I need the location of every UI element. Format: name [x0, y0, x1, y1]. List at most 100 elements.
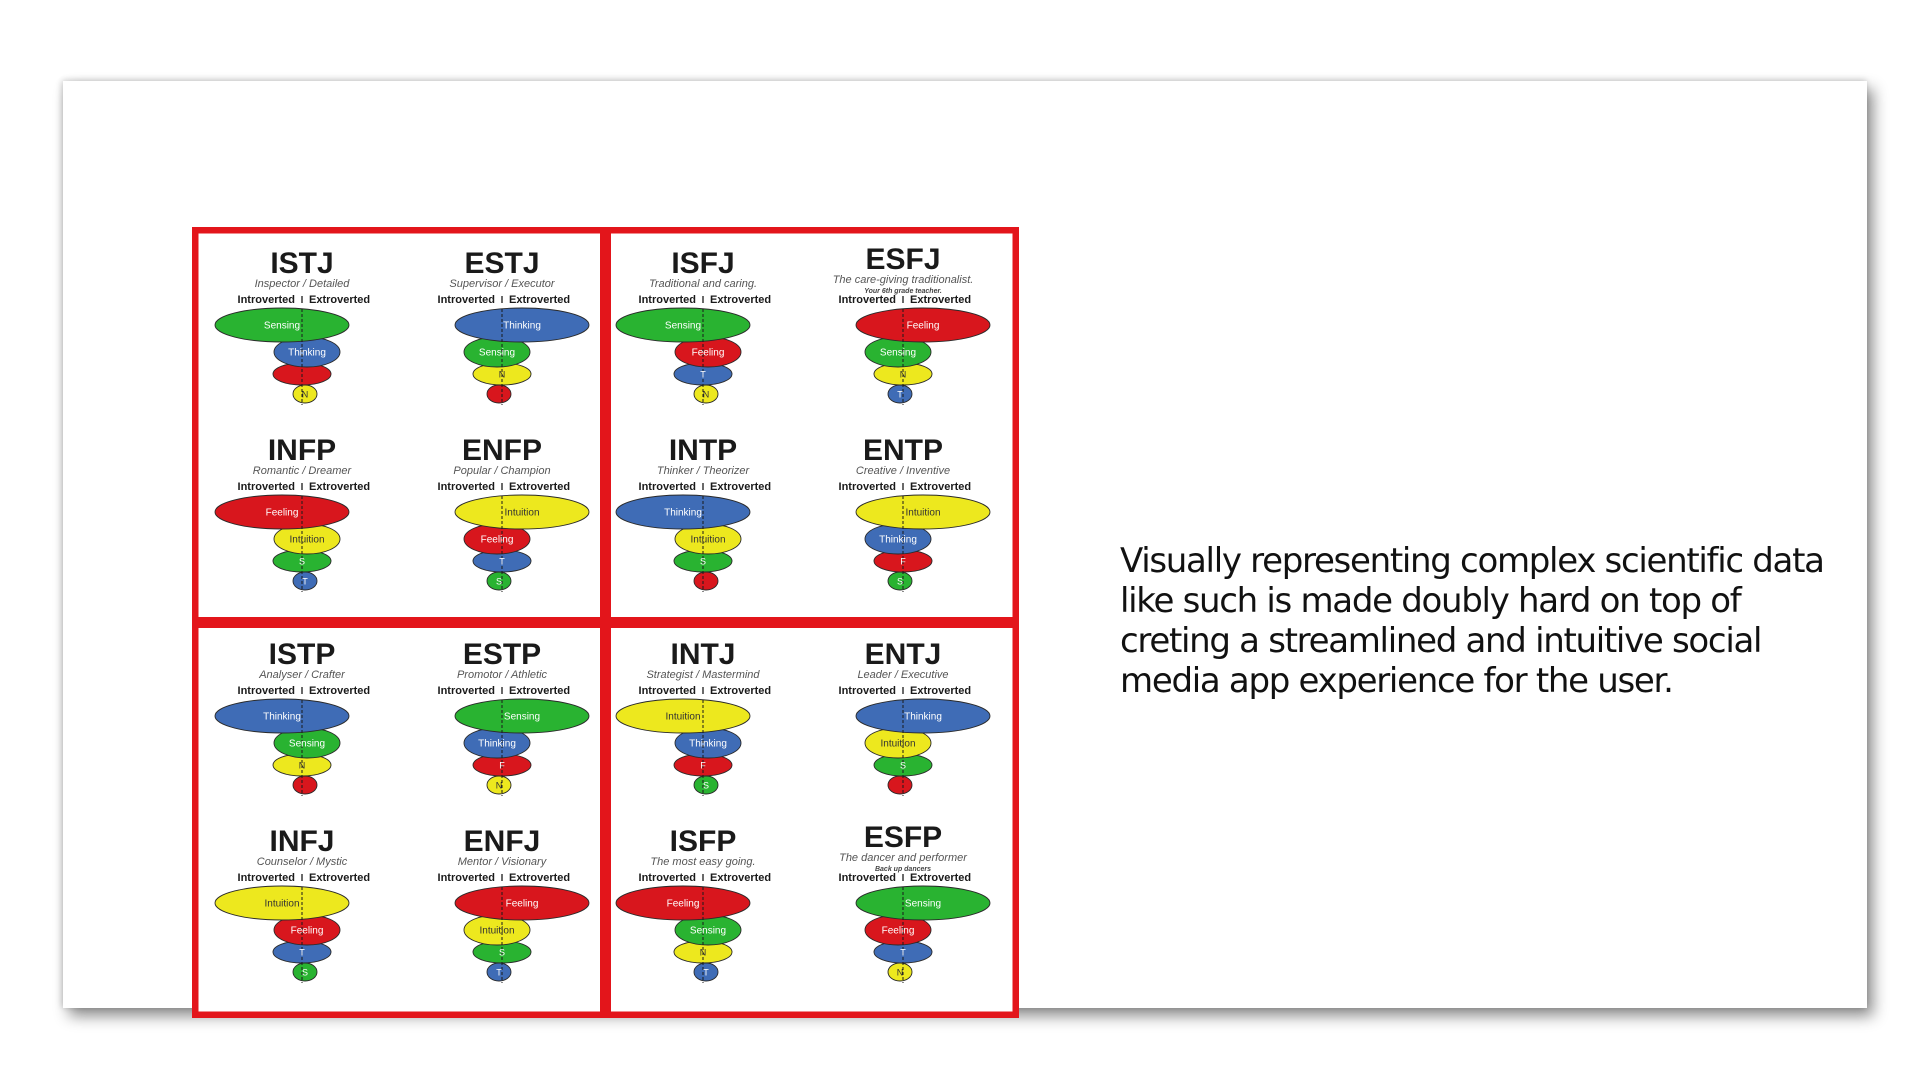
function-ellipse-intuition — [615, 698, 751, 734]
introverted-label: Introverted — [238, 481, 295, 493]
type-code: INTJ — [670, 638, 735, 671]
function-label: Thinking — [478, 739, 516, 750]
type-code: ESFJ — [865, 243, 940, 276]
type-code: ISFJ — [671, 247, 734, 280]
function-label: Sensing — [880, 348, 916, 359]
type-subtitle: Supervisor / Executor — [449, 278, 555, 290]
type-subtitle: Romantic / Dreamer — [253, 465, 353, 477]
extroverted-label: Extroverted — [710, 481, 771, 493]
extroverted-label: Extroverted — [910, 685, 971, 697]
function-label: T — [703, 968, 709, 978]
introverted-label: Introverted — [839, 872, 896, 884]
introverted-label: Introverted — [238, 685, 295, 697]
function-label: Intuition — [264, 899, 299, 910]
function-label: Feeling — [882, 926, 915, 937]
type-code: ENFP — [462, 434, 542, 467]
extroverted-label: Extroverted — [710, 685, 771, 697]
function-label: Thinking — [689, 739, 727, 750]
function-label: Sensing — [479, 348, 515, 359]
function-ellipse-feeling — [214, 494, 350, 530]
type-note: Back up dancers — [875, 866, 931, 873]
type-subtitle: Popular / Champion — [453, 465, 550, 477]
type-code: ENFJ — [464, 825, 541, 858]
function-label: Feeling — [692, 348, 725, 359]
type-code: ESTP — [463, 638, 541, 671]
function-label: S — [499, 948, 505, 958]
introverted-label: Introverted — [438, 685, 495, 697]
function-label: S — [299, 557, 305, 567]
function-label: Intuition — [479, 926, 514, 937]
function-label: Intuition — [289, 535, 324, 546]
type-subtitle: The care-giving traditionalist. — [833, 274, 974, 286]
function-label: T — [700, 370, 706, 380]
function-ellipse-feeling — [615, 885, 751, 921]
extroverted-label: Extroverted — [509, 872, 570, 884]
type-subtitle: Mentor / Visionary — [458, 856, 548, 868]
type-code: ESTJ — [464, 247, 539, 280]
type-subtitle: Thinker / Theorizer — [657, 465, 751, 477]
type-subtitle: Strategist / Mastermind — [646, 669, 760, 681]
type-subtitle: Promotor / Athletic — [457, 669, 548, 681]
function-label: F — [900, 557, 906, 567]
introverted-label: Introverted — [639, 872, 696, 884]
function-label: T — [900, 948, 906, 958]
type-code: ISTJ — [270, 247, 333, 280]
function-label: T — [499, 557, 505, 567]
function-label: Sensing — [665, 321, 701, 332]
type-code: ENTJ — [865, 638, 942, 671]
extroverted-label: Extroverted — [509, 481, 570, 493]
function-ellipse-feeling — [454, 885, 590, 921]
introverted-label: Introverted — [839, 294, 896, 306]
function-label: Feeling — [506, 899, 539, 910]
function-label: Feeling — [291, 926, 324, 937]
function-ellipse-sensing — [454, 698, 590, 734]
function-ellipse-thinking — [855, 698, 991, 734]
function-label: Thinking — [288, 348, 326, 359]
type-subtitle: Traditional and caring. — [649, 278, 757, 290]
function-ellipse-intuition — [214, 885, 350, 921]
type-code: ISFP — [670, 825, 737, 858]
function-label: F — [499, 761, 505, 771]
function-label: Feeling — [266, 508, 299, 519]
function-label: Intuition — [690, 535, 725, 546]
introverted-label: Introverted — [839, 481, 896, 493]
function-label: S — [302, 968, 308, 978]
function-label: Sensing — [504, 712, 540, 723]
function-label: N — [496, 781, 503, 791]
function-label: Feeling — [481, 535, 514, 546]
introverted-label: Introverted — [839, 685, 896, 697]
function-ellipse-sensing — [615, 307, 751, 343]
extroverted-label: Extroverted — [309, 872, 370, 884]
extroverted-label: Extroverted — [309, 294, 370, 306]
function-ellipse-feeling — [693, 571, 719, 591]
introverted-label: Introverted — [639, 294, 696, 306]
introverted-label: Introverted — [238, 872, 295, 884]
function-label: N — [302, 390, 309, 400]
introverted-label: Introverted — [438, 481, 495, 493]
type-subtitle: Leader / Executive — [857, 669, 948, 681]
function-label: S — [700, 557, 706, 567]
function-label: Sensing — [289, 739, 325, 750]
type-subtitle: Inspector / Detailed — [255, 278, 351, 290]
function-ellipse-sensing — [855, 885, 991, 921]
function-label: Intuition — [880, 739, 915, 750]
extroverted-label: Extroverted — [509, 294, 570, 306]
caption-text: Visually representing complex scientific… — [1120, 541, 1825, 701]
extroverted-label: Extroverted — [710, 872, 771, 884]
function-label: Thinking — [664, 508, 702, 519]
type-note: Your 6th grade teacher. — [864, 288, 942, 295]
extroverted-label: Extroverted — [309, 685, 370, 697]
